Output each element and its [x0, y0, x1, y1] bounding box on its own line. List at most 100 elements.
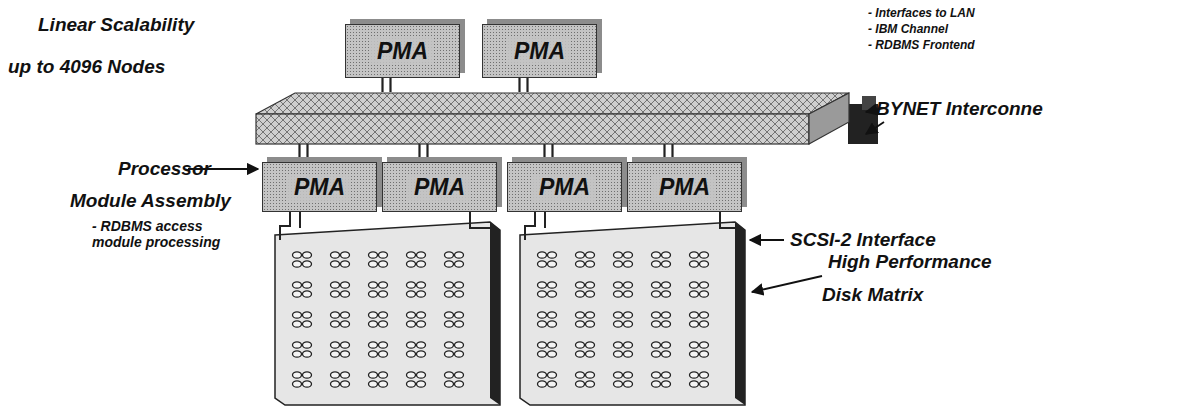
- disk-drive: [690, 381, 699, 387]
- disk-drive: [700, 372, 709, 378]
- disk-drive: [341, 381, 350, 387]
- disk-drive: [652, 252, 661, 258]
- module-label: PMA: [371, 38, 434, 65]
- disk-drive: [293, 291, 302, 297]
- disk-drive: [303, 282, 312, 288]
- disk-drive: [690, 282, 699, 288]
- disk-drive: [576, 342, 585, 348]
- disk-matrix: [520, 222, 745, 405]
- disk-drive: [379, 321, 388, 327]
- disk-drive: [407, 381, 416, 387]
- disk-drive: [662, 321, 671, 327]
- disk-drive: [586, 372, 595, 378]
- disk-drive: [455, 261, 464, 267]
- disk-drive: [548, 342, 557, 348]
- annotation: - RDBMS access module processing: [92, 218, 232, 250]
- disk-drive: [624, 381, 633, 387]
- disk-drive: [652, 381, 661, 387]
- disk-drive: [455, 252, 464, 258]
- disk-drive: [690, 351, 699, 357]
- disk-drive: [331, 381, 340, 387]
- disk-drive: [586, 312, 595, 318]
- disk-drive: [379, 291, 388, 297]
- disk-drive: [576, 351, 585, 357]
- disk-drive: [407, 321, 416, 327]
- disk-drive: [662, 291, 671, 297]
- disk-drive: [379, 372, 388, 378]
- disk-drive: [538, 261, 547, 267]
- disk-drive: [662, 252, 671, 258]
- disk-drive: [538, 321, 547, 327]
- disk-drive: [407, 252, 416, 258]
- interconnect-link: [420, 142, 428, 162]
- disk-drive: [417, 261, 426, 267]
- disk-drive: [652, 351, 661, 357]
- disk-drive: [379, 381, 388, 387]
- disk-drive: [586, 342, 595, 348]
- disk-drive: [700, 321, 709, 327]
- interconnect-band: BYNET Interconne: [255, 92, 850, 152]
- disk-drive: [586, 381, 595, 387]
- disk-drive: [690, 321, 699, 327]
- disk-drive: [652, 372, 661, 378]
- module-label: PMA: [288, 174, 351, 201]
- disk-drive: [407, 342, 416, 348]
- disk-drive: [614, 282, 623, 288]
- disk-drive: [293, 381, 302, 387]
- disk-drive: [455, 312, 464, 318]
- disk-drive: [652, 291, 661, 297]
- disk-drive: [652, 312, 661, 318]
- disk-drive: [369, 321, 378, 327]
- disk-drive: [455, 351, 464, 357]
- disk-drive: [700, 342, 709, 348]
- interconnect-link: [300, 142, 308, 162]
- disk-drive: [293, 351, 302, 357]
- disk-drive: [369, 252, 378, 258]
- disk-drive: [407, 282, 416, 288]
- bynet-connector: [862, 96, 876, 110]
- disk-drive: [624, 261, 633, 267]
- disk-drive: [331, 312, 340, 318]
- disk-drive: [379, 351, 388, 357]
- disk-drive: [341, 291, 350, 297]
- disk-drive: [576, 282, 585, 288]
- disk-drive: [293, 312, 302, 318]
- leader-arrow: [188, 108, 884, 292]
- module-label: PMA: [653, 174, 716, 201]
- module-label: PMA: [508, 38, 571, 65]
- processor-module: PMA: [507, 162, 622, 212]
- disk-drive: [662, 342, 671, 348]
- disk-drive: [417, 252, 426, 258]
- disk-drive: [662, 351, 671, 357]
- disk-drive: [407, 312, 416, 318]
- disk-drive: [624, 312, 633, 318]
- disk-drive: [548, 282, 557, 288]
- disk-drive: [538, 282, 547, 288]
- interconnect-label: BYNET Interconne: [876, 98, 1043, 120]
- disk-drive: [576, 291, 585, 297]
- disk-drive: [548, 372, 557, 378]
- disk-drive: [445, 282, 454, 288]
- disk-drive: [445, 291, 454, 297]
- disk-drive: [369, 372, 378, 378]
- disk-drive: [293, 321, 302, 327]
- disk-drive: [445, 312, 454, 318]
- disk-drive: [341, 342, 350, 348]
- disk-drive: [700, 252, 709, 258]
- disk-drive: [379, 261, 388, 267]
- disk-drive: [293, 261, 302, 267]
- processor-module: PMA: [262, 162, 377, 212]
- interconnect-link: [520, 78, 528, 92]
- disk-drive: [303, 312, 312, 318]
- annotation: Linear Scalability: [38, 14, 194, 36]
- disk-drive: [293, 282, 302, 288]
- disk-drive: [662, 312, 671, 318]
- processor-module: PMA: [345, 24, 460, 78]
- disk-drive: [341, 282, 350, 288]
- disk-drive: [576, 372, 585, 378]
- disk-drive: [455, 372, 464, 378]
- disk-drive: [331, 351, 340, 357]
- disk-drive: [614, 252, 623, 258]
- interconnect-link: [545, 142, 553, 162]
- disk-drive: [548, 351, 557, 357]
